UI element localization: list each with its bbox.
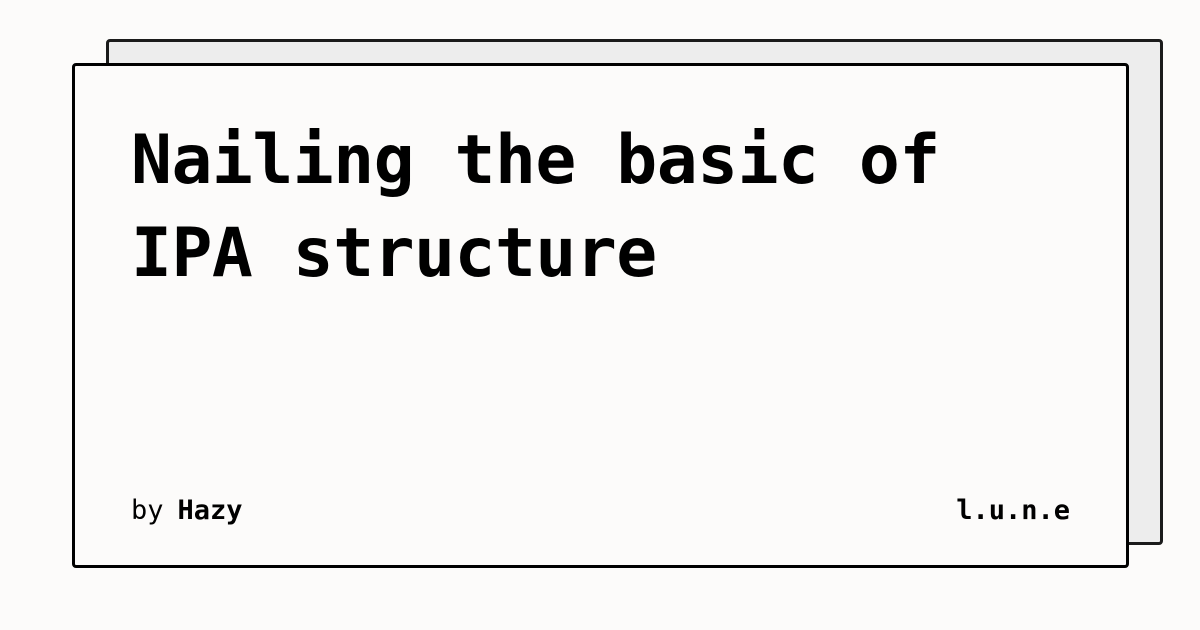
brand-logo-text: l.u.n.e — [956, 495, 1070, 526]
byline-prefix: by — [131, 495, 164, 526]
byline: by Hazy — [131, 495, 243, 527]
title-card: Nailing the basic of IPA structure by Haz… — [72, 63, 1129, 568]
page-title: Nailing the basic of IPA structure — [131, 121, 940, 293]
author-name: Hazy — [177, 495, 243, 526]
